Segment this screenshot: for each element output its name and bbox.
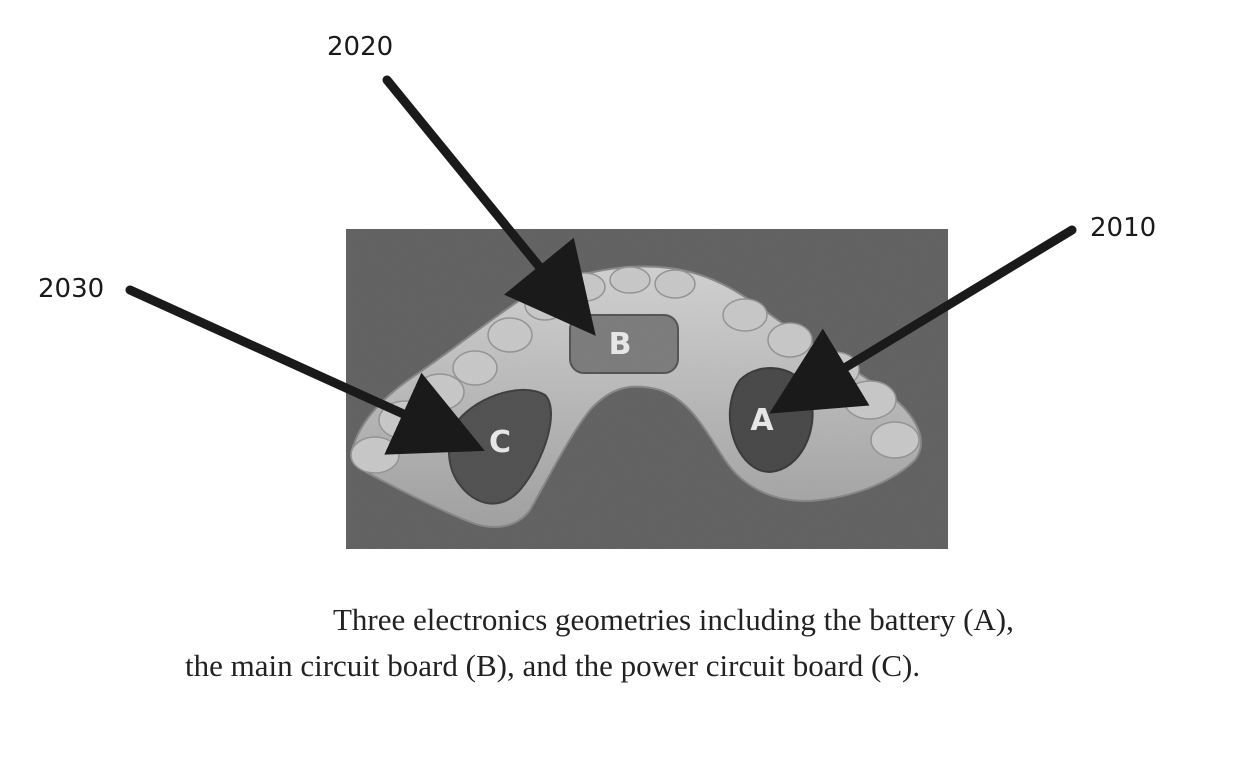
figure-caption-line-1: Three electronics geometries including t… — [333, 602, 1240, 638]
appliance-photo: B A C — [346, 229, 948, 549]
ref-label-2010: 2010 — [1090, 213, 1156, 243]
figure-caption-line-2: the main circuit board (B), and the powe… — [185, 648, 1240, 684]
photo-grain — [346, 229, 948, 549]
ref-label-2030: 2030 — [38, 274, 104, 304]
ref-label-2020: 2020 — [327, 32, 393, 62]
